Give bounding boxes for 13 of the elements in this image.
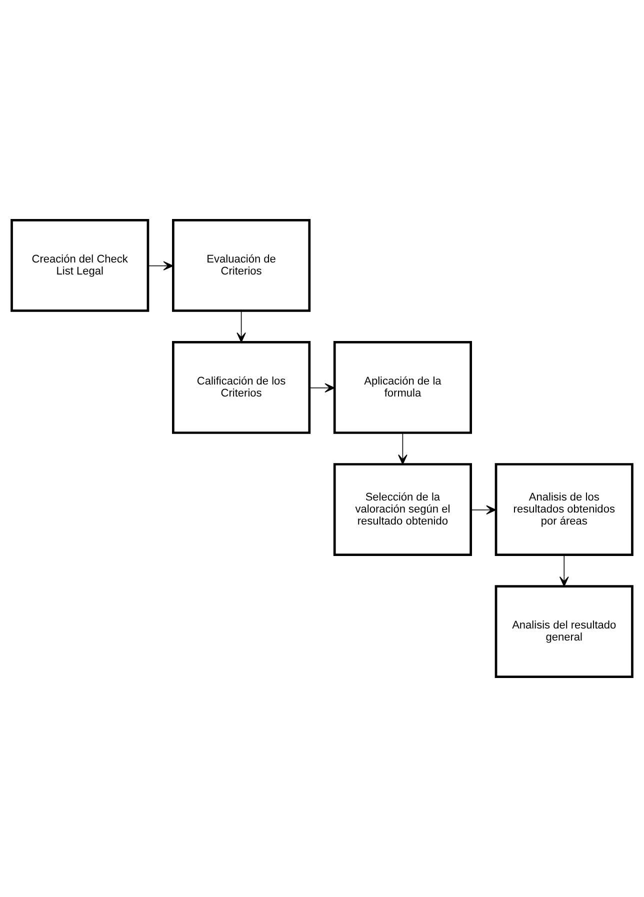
node-box: Aplicación de la formula bbox=[333, 341, 472, 434]
node-box: Creación del Check List Legal bbox=[10, 218, 150, 312]
node-box: Calificación de los Criterios bbox=[172, 341, 311, 434]
node-box: Analisis de los resultados obtenidos por áreas bbox=[494, 463, 634, 556]
arrow bbox=[559, 554, 569, 587]
node-box: Selección de la valoración según el resultado obtenido bbox=[333, 463, 472, 556]
arrow bbox=[309, 383, 335, 393]
arrow bbox=[398, 432, 408, 465]
node-box: Evaluación de Criterios bbox=[172, 218, 311, 312]
arrow bbox=[470, 505, 496, 515]
arrow bbox=[236, 310, 246, 343]
arrow bbox=[148, 261, 174, 270]
node-box: Analisis del resultado general bbox=[494, 585, 634, 678]
